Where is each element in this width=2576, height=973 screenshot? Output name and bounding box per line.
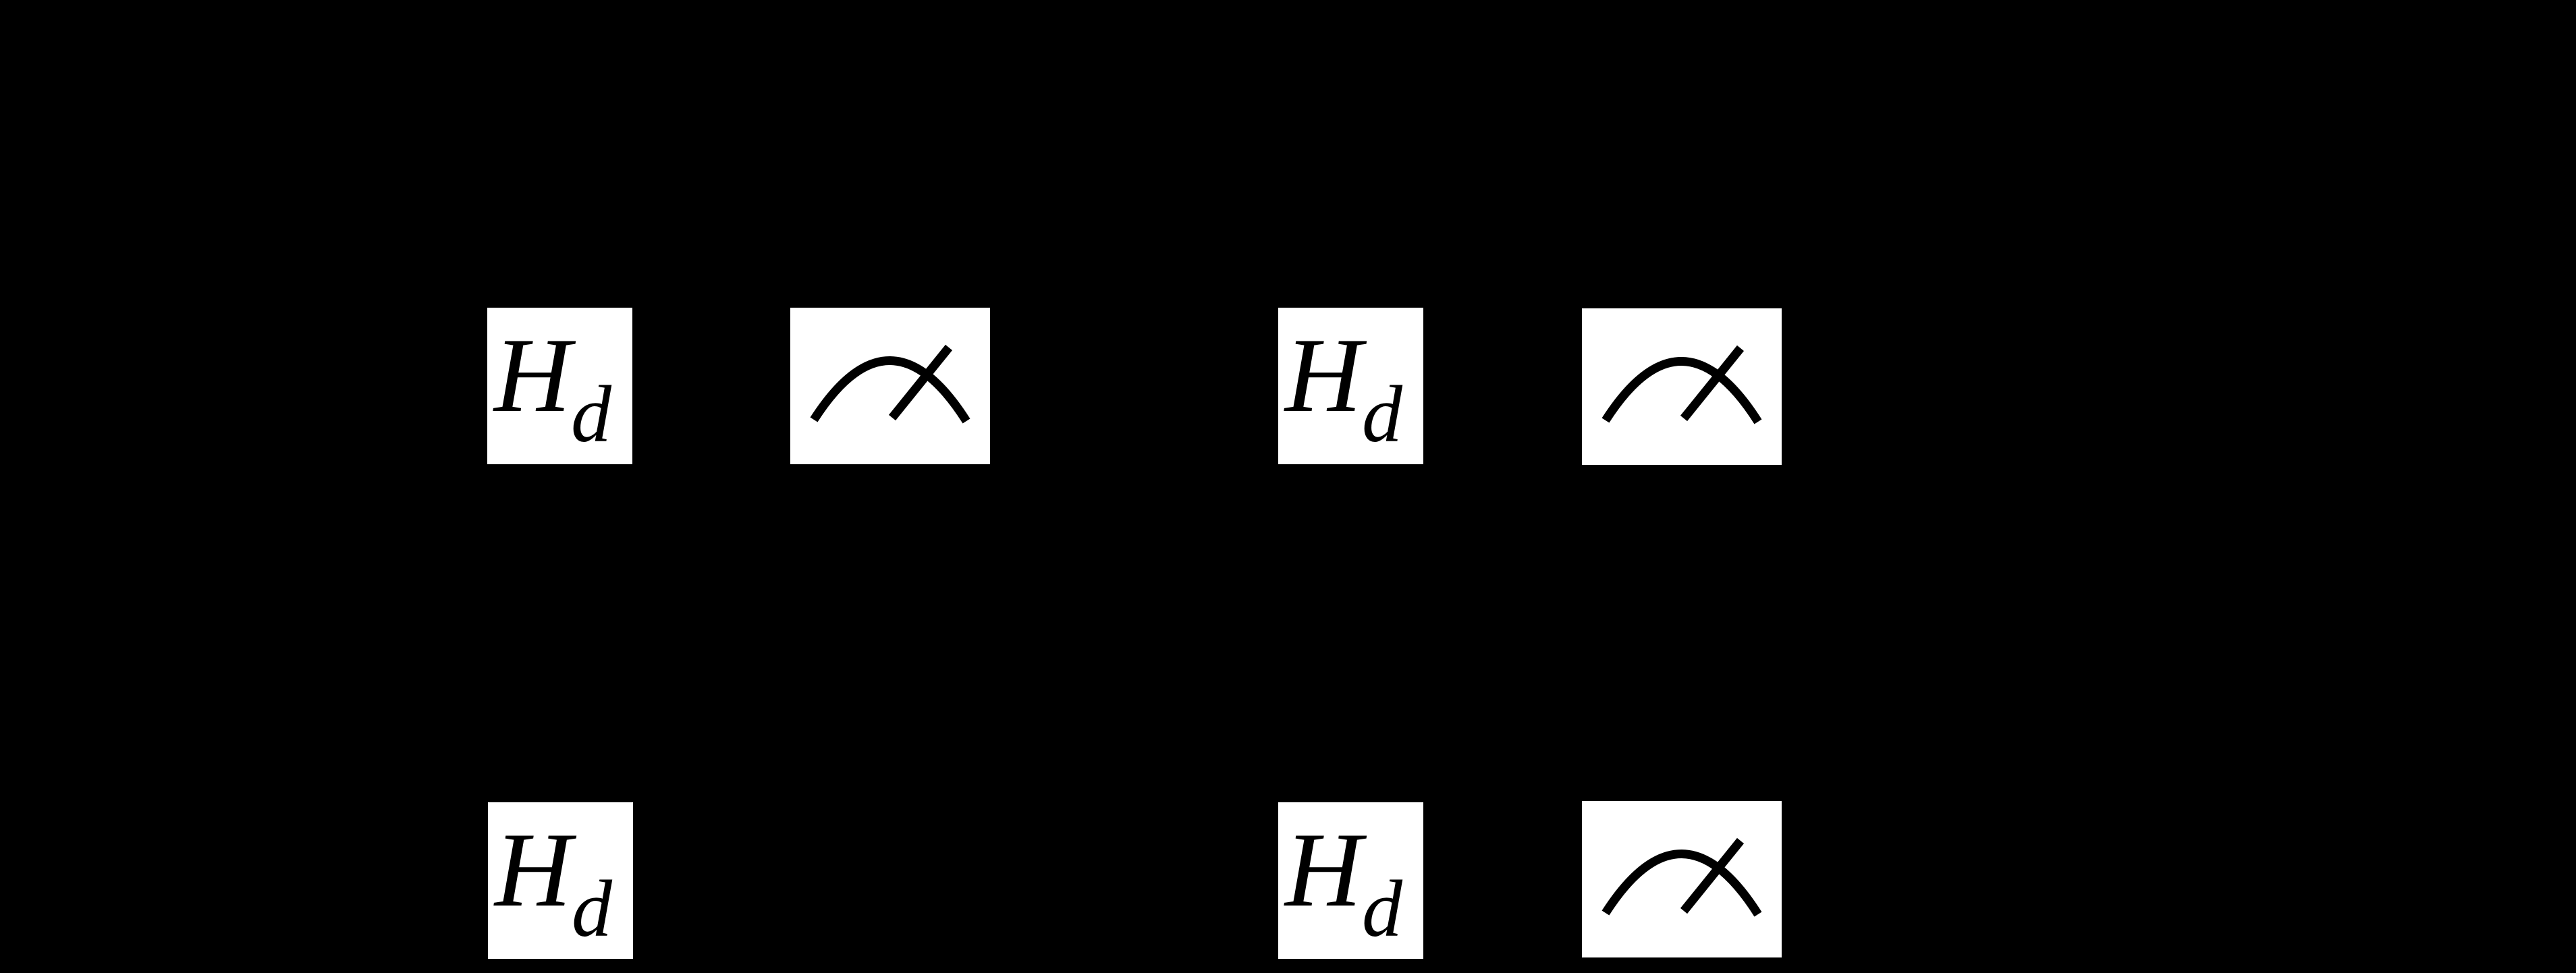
measurement-meter-icon bbox=[1601, 345, 1762, 424]
measurement-meter-icon bbox=[810, 344, 970, 424]
gate-label: H d bbox=[488, 802, 633, 959]
gate-label: H d bbox=[487, 308, 632, 464]
gate-label-subscript: d bbox=[572, 864, 612, 953]
measurement-meter-icon bbox=[1601, 837, 1762, 917]
measurement-gate-top-2 bbox=[1582, 308, 1782, 465]
gate-label-subscript: d bbox=[1362, 369, 1402, 459]
gate-label-main: H bbox=[495, 811, 572, 929]
gate-label: H d bbox=[1278, 802, 1423, 959]
measurement-gate-top-1 bbox=[790, 308, 990, 464]
gate-label: H d bbox=[1278, 308, 1423, 464]
hadamard-gate-bottom-1: H d bbox=[488, 802, 633, 959]
gate-label-main: H bbox=[494, 316, 572, 435]
gate-label-main: H bbox=[1285, 316, 1363, 435]
hadamard-gate-top-1: H d bbox=[487, 308, 632, 464]
measurement-gate-bottom-1 bbox=[1582, 801, 1782, 957]
hadamard-gate-top-2: H d bbox=[1278, 308, 1423, 464]
gate-label-main: H bbox=[1285, 811, 1363, 929]
gate-label-subscript: d bbox=[571, 369, 611, 459]
hadamard-gate-bottom-2: H d bbox=[1278, 802, 1423, 959]
gate-label-subscript: d bbox=[1362, 864, 1402, 953]
